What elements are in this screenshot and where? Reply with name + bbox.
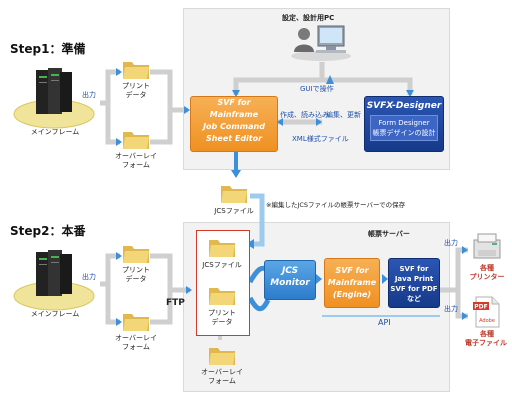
form-designer-sub: 帳票デザインの設計 — [372, 129, 436, 137]
svf-editor-line2: Mainframe — [209, 110, 259, 119]
folder-icon — [123, 62, 149, 79]
svf-java-line3: SVF for PDF — [390, 285, 438, 293]
svf-engine-line2: Mainframe — [327, 278, 377, 287]
output-label-2: 出力 — [82, 273, 96, 281]
mainframe-icon — [13, 250, 95, 311]
print-data-label-2a: プリント — [122, 266, 150, 274]
svf-editor-box: SVF for Mainframe Job Command Sheet Edit… — [190, 96, 278, 152]
overlay-label-1a: オーバーレイ — [115, 152, 157, 160]
printer-label-a: 各種 — [480, 264, 494, 272]
svfx-designer-title: SVFX-Designer — [366, 101, 442, 111]
print-data-label-1a: プリント — [122, 82, 150, 90]
step1-title: Step1：準備 — [10, 42, 86, 56]
jcs-note: ※編集したJCSファイルの帳票サーバーでの保存 — [266, 201, 406, 209]
output-label-printer: 出力 — [444, 239, 458, 247]
jcs-monitor-box: JCS Monitor — [264, 260, 316, 300]
pdf-file-icon: PDF Adobe — [473, 296, 500, 328]
folder-icon — [123, 314, 149, 331]
svfx-designer-box: SVFX-Designer Form Designer 帳票デザインの設計 — [364, 96, 444, 152]
svf-java-line1: SVF for — [399, 265, 429, 273]
jcs-monitor-line1: JCS — [281, 266, 299, 276]
overlay-label-server-a: オーバーレイ — [201, 368, 243, 376]
overlay-label-1b: フォーム — [122, 161, 150, 169]
form-designer-label: Form Designer — [378, 119, 430, 127]
folder-icon — [123, 132, 149, 149]
svf-editor-line3: Job Command — [203, 122, 265, 131]
folder-icon — [123, 246, 149, 263]
pdf-badge-text: PDF — [474, 304, 487, 311]
overlay-label-2a: オーバーレイ — [115, 334, 157, 342]
jcs-monitor-line2: Monitor — [270, 278, 310, 288]
step2-title: Step2：本番 — [10, 224, 86, 238]
efile-label-a: 各種 — [480, 330, 494, 338]
mainframe-icon — [13, 68, 95, 129]
folder-icon — [209, 288, 235, 305]
print-data-label-2b: データ — [125, 275, 147, 283]
form-server-label: 帳票サーバー — [368, 230, 410, 238]
svf-engine-box: SVF for Mainframe (Engine) — [324, 258, 380, 308]
svf-java-line4: など — [407, 295, 421, 303]
svf-editor-line4: Sheet Editor — [205, 134, 263, 143]
xml-file-label: XML様式ファイル — [292, 135, 349, 143]
print-data-label-server-a: プリント — [208, 309, 236, 317]
folder-icon — [209, 240, 235, 257]
folder-icon — [209, 348, 235, 365]
adobe-badge-text: Adobe — [479, 318, 495, 324]
print-data-label-server-b: データ — [211, 318, 233, 326]
create-read-label: 作成、読み込み — [280, 111, 329, 119]
svf-engine-line1: SVF for — [335, 266, 369, 275]
output-label-file: 出力 — [444, 305, 458, 313]
api-label: API — [378, 318, 391, 327]
overlay-label-2b: フォーム — [122, 343, 150, 351]
svf-java-line2: Java Print — [394, 275, 434, 283]
folder-icon — [221, 186, 247, 203]
svf-engine-line3: (Engine) — [332, 290, 372, 299]
ftp-label: FTP — [166, 298, 185, 308]
mainframe-label-1: メインフレーム — [30, 128, 80, 136]
printer-label-b: プリンター — [469, 273, 505, 281]
pc-icon — [291, 25, 351, 61]
pc-label: 設定、設計用PC — [282, 14, 335, 22]
svf-editor-line1: SVF for — [217, 98, 251, 107]
overlay-label-server-b: フォーム — [208, 377, 236, 385]
edit-update-label: 編集、更新 — [326, 111, 361, 119]
output-label-1: 出力 — [82, 91, 96, 99]
gui-label: GUIで操作 — [300, 85, 334, 93]
efile-label-b: 電子ファイル — [465, 339, 507, 347]
mainframe-label-2: メインフレーム — [30, 310, 80, 318]
jcs-file-label-top: JCSファイル — [214, 207, 254, 215]
form-designer-inner: Form Designer 帳票デザインの設計 — [370, 115, 438, 141]
svf-java-box: SVF for Java Print SVF for PDF など — [388, 258, 440, 308]
printer-icon — [473, 233, 501, 259]
jcs-file-label-server: JCSファイル — [202, 261, 242, 269]
print-data-label-1b: データ — [125, 91, 147, 99]
